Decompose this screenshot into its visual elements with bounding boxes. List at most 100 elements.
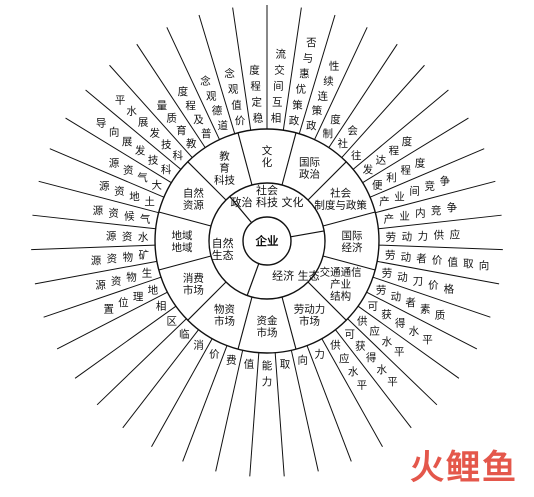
outer-item-label: 劳动者价值取向 — [385, 249, 489, 272]
outer-item-char: 源 — [109, 156, 120, 169]
outer-item-label: 临 — [179, 327, 190, 340]
outer-item-char: 科 — [161, 163, 172, 176]
outer-spoke — [65, 117, 172, 184]
outer-item-char: 争 — [447, 201, 458, 214]
outer-item-char: 费 — [226, 354, 237, 367]
outer-item-char: 交 — [274, 63, 285, 76]
middle-divider — [237, 296, 253, 350]
outer-item-char: 气 — [140, 212, 151, 225]
outer-item-label: 往 — [351, 149, 362, 162]
outer-item-char: 水 — [409, 326, 420, 338]
outer-item-char: 值 — [447, 255, 458, 268]
outer-item-char: 可 — [344, 328, 355, 340]
outer-item-char: 应 — [339, 352, 350, 365]
outer-item-char: 向 — [109, 126, 120, 139]
middle-divider — [237, 132, 253, 186]
outer-item-char: 展 — [122, 136, 133, 148]
outer-spoke — [274, 352, 285, 477]
outer-item-char: 利 — [386, 172, 397, 184]
middle-ring-label-intl_econ: 国际经济 — [342, 230, 363, 254]
outer-item-char: 源 — [93, 204, 104, 217]
outer-item-char: 源 — [99, 179, 110, 192]
outer-item-char: 度 — [249, 63, 260, 76]
outer-item-char: 发 — [149, 127, 160, 140]
outer-item-char: 相 — [156, 300, 167, 313]
outer-item-char: 候 — [124, 210, 135, 223]
outer-item-char: 得 — [366, 352, 377, 364]
outer-item-char: 动 — [402, 231, 413, 243]
outer-item-char: 生 — [142, 266, 153, 279]
outer-item-char: 价 — [209, 348, 220, 360]
outer-item-char: 往 — [351, 149, 362, 162]
middle-divider — [281, 296, 297, 350]
outer-item-char: 水 — [377, 364, 388, 376]
outer-item-label: 取 — [280, 359, 291, 371]
outer-item-char: 大 — [151, 178, 162, 191]
outer-item-char: 与 — [303, 52, 314, 64]
outer-item-char: 劳 — [376, 283, 387, 296]
core-circle — [242, 216, 292, 266]
outer-spoke — [31, 244, 156, 251]
outer-item-char: 惠 — [299, 67, 310, 80]
outer-item-char: 水 — [348, 366, 359, 378]
outer-spoke — [122, 329, 199, 429]
outer-item-char: 素 — [420, 302, 431, 315]
outer-item-char: 者 — [405, 297, 416, 309]
outer-item-char: 得 — [395, 317, 406, 329]
outer-item-char: 位 — [118, 296, 129, 309]
outer-item-char: 矿 — [138, 249, 149, 262]
outer-item-char: 定 — [252, 95, 263, 108]
outer-item-char: 发 — [363, 163, 374, 176]
outer-item-char: 劳 — [382, 266, 393, 279]
outer-item-char: 间 — [409, 185, 420, 198]
inner-divider-1 — [229, 196, 253, 224]
outer-item-char: 程 — [250, 80, 261, 92]
outer-item-char: 气 — [137, 171, 148, 184]
outer-item-char: 导 — [96, 117, 107, 129]
outer-item-char: 物 — [123, 250, 134, 263]
middle-ring-label-material: 物资市场 — [214, 303, 235, 328]
outer-item-char: 竞 — [431, 204, 442, 217]
middle-divider — [322, 211, 376, 227]
outer-item-label: 费 — [226, 354, 237, 367]
outer-item-char: 政 — [306, 119, 317, 132]
outer-item-char: 质 — [166, 113, 177, 125]
middle-divider — [281, 132, 297, 186]
outer-item-char: 供 — [357, 314, 368, 327]
outer-item-char: 应 — [450, 228, 461, 241]
outer-spoke — [352, 89, 449, 170]
outer-item-char: 社 — [338, 137, 349, 150]
outer-spoke — [341, 64, 425, 158]
outer-item-char: 者 — [416, 253, 427, 265]
outer-item-char: 水 — [126, 106, 137, 118]
outer-item-label: 值 — [244, 358, 255, 371]
outer-spoke — [377, 260, 500, 285]
outer-item-char: 否 — [306, 37, 317, 49]
middle-ring-label-politics: 国际政治 — [299, 156, 320, 180]
outer-spoke — [362, 117, 469, 184]
outer-item-char: 会 — [347, 124, 358, 137]
outer-spoke — [249, 352, 260, 477]
outer-spoke — [96, 318, 187, 406]
outer-item-char: 获 — [381, 309, 392, 321]
outer-item-char: 程 — [185, 100, 196, 112]
middle-ring-label-industry: 交通通信产业结构 — [320, 266, 362, 303]
inner-ring-label-culture: 社会政治 科技 文化 — [231, 183, 304, 209]
outer-item-char: 流 — [275, 48, 286, 61]
inner-divider-2 — [290, 230, 325, 238]
outer-item-label: 力 — [314, 347, 325, 360]
outer-item-char: 地 — [129, 190, 140, 203]
outer-item-char: 互 — [272, 96, 283, 108]
outer-spoke — [56, 291, 168, 350]
outer-spoke — [298, 14, 336, 134]
